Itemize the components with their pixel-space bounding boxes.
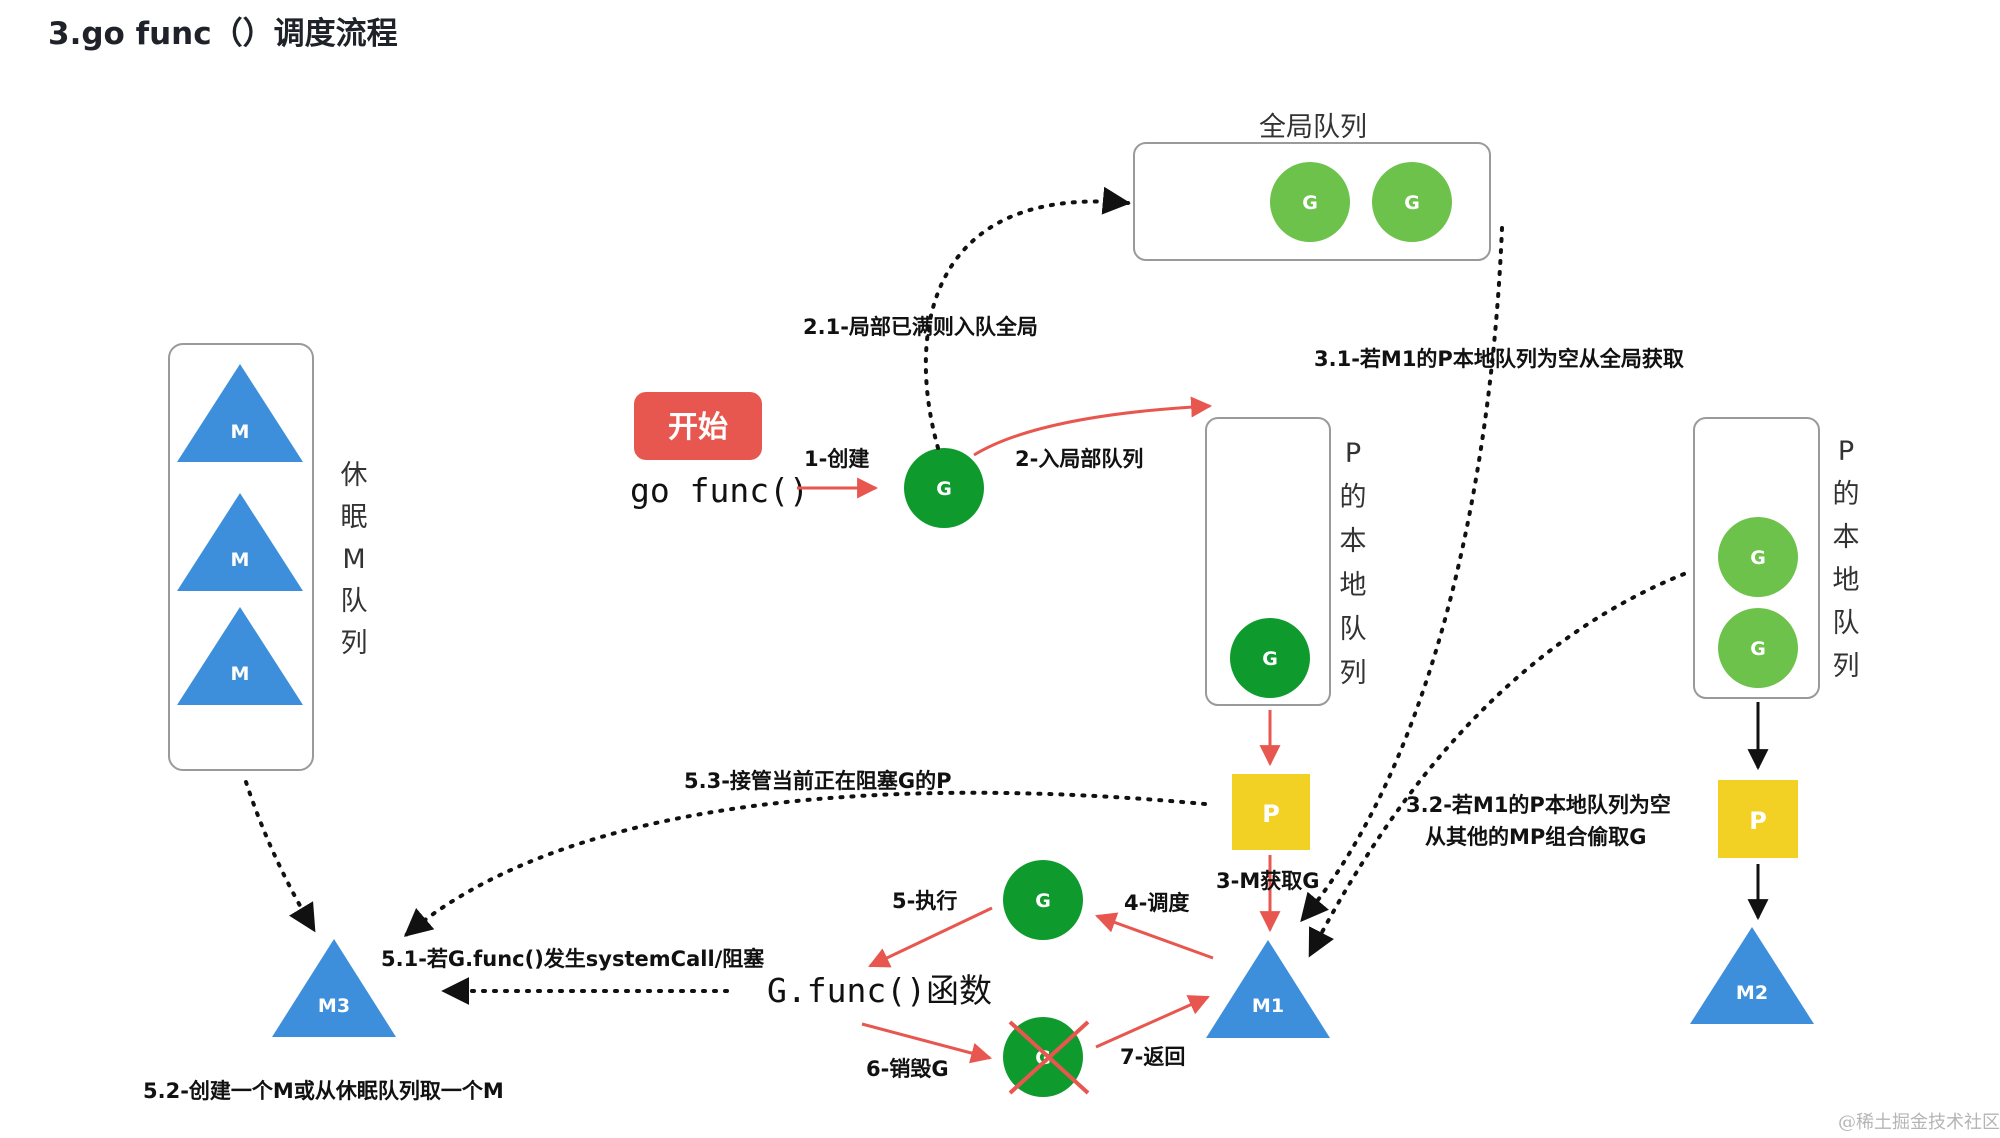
destroy-g-label: 6-销毁G <box>866 1057 949 1081</box>
m3-label: M3 <box>318 995 350 1017</box>
take-over-p-label: 5.3-接管当前正在阻塞G的P <box>684 769 952 793</box>
m1-label: M1 <box>1252 995 1284 1017</box>
global-queue-g-2: G <box>1372 162 1452 242</box>
enqueue-local-arrow <box>973 396 1213 457</box>
create-label: 1-创建 <box>804 447 869 471</box>
enqueue-global-label: 2.1-局部已满则入队全局 <box>803 315 1038 339</box>
created-g: G <box>904 448 984 528</box>
execute-arrow <box>868 906 993 968</box>
m2-label: M2 <box>1736 982 1768 1004</box>
local-queue-char: 列 <box>1340 658 1367 689</box>
start-node: 开始 <box>634 392 762 460</box>
g-label: G <box>936 478 952 500</box>
global-queue-g-1: G <box>1270 162 1350 242</box>
m-get-g-label: 3-M获取G <box>1216 869 1319 893</box>
sleep-queue-char: M <box>342 544 365 575</box>
g-func-label: G.func()函数 <box>767 971 992 1010</box>
destroyed-g: G <box>1003 1017 1090 1097</box>
local-queue-char: 列 <box>1833 651 1860 682</box>
m-label: M <box>231 663 250 685</box>
m2-thread: M2 <box>1690 927 1814 1024</box>
m-label: M <box>231 549 250 571</box>
g-label: G <box>1404 192 1420 214</box>
sleep-queue-char: 眠 <box>341 502 368 533</box>
sleep-m-1: M <box>177 364 303 462</box>
local-queue-char: 地 <box>1833 565 1860 596</box>
start-label: 开始 <box>668 410 728 445</box>
p-local-queue-title: P 的 本 地 队 列 <box>1340 438 1367 689</box>
m3-thread: M3 <box>272 939 396 1037</box>
m1-thread: M1 <box>1206 940 1330 1038</box>
destroy-g-arrow <box>861 1022 993 1064</box>
g-label: G <box>1302 192 1318 214</box>
g-label: G <box>1035 1047 1051 1069</box>
schedule-arrow <box>1095 912 1214 960</box>
go-func-label: go func() <box>630 471 809 510</box>
local-queue-char: 本 <box>1340 526 1367 557</box>
get-from-global-arrow <box>1300 226 1504 923</box>
steal-g-arrow <box>1308 572 1686 958</box>
p-label: P <box>1262 800 1280 828</box>
page-title: 3.go func（）调度流程 <box>48 16 398 52</box>
p-processor: P <box>1232 774 1310 850</box>
local-queue-char: P <box>1838 436 1854 467</box>
local-queue-char: 队 <box>1833 608 1860 639</box>
local-queue-char: 队 <box>1340 614 1367 645</box>
m2-local-queue-g-1: G <box>1718 517 1798 597</box>
local-queue-char: 的 <box>1833 479 1860 510</box>
m2-local-queue-g-2: G <box>1718 608 1798 688</box>
watermark: @稀土掘金技术社区 <box>1838 1112 2000 1133</box>
schedule-label: 4-调度 <box>1124 891 1189 915</box>
local-queue-char: 地 <box>1340 570 1367 601</box>
sleep-to-m3-arrow <box>244 780 316 933</box>
sleep-queue-char: 队 <box>341 586 368 617</box>
steal-label-line2: 从其他的MP组合偷取G <box>1425 825 1647 849</box>
enqueue-local-label: 2-入局部队列 <box>1015 447 1143 471</box>
m2-p-local-queue-title: P 的 本 地 队 列 <box>1833 436 1860 682</box>
local-queue-char: P <box>1345 438 1361 469</box>
enqueue-global-arrow <box>923 186 1131 450</box>
global-queue-title: 全局队列 <box>1259 112 1367 143</box>
sleep-queue-char: 休 <box>341 460 368 491</box>
g-label: G <box>1262 648 1278 670</box>
syscall-label: 5.1-若G.func()发生systemCall/阻塞 <box>381 947 765 971</box>
sleep-m-queue-title: 休 眠 M 队 列 <box>341 460 368 659</box>
sleep-m-2: M <box>177 493 303 591</box>
execute-label: 5-执行 <box>892 889 957 913</box>
executing-g: G <box>1003 860 1083 940</box>
sleep-queue-char: 列 <box>341 628 368 659</box>
m-label: M <box>231 421 250 443</box>
g-label: G <box>1750 638 1766 660</box>
local-queue-char: 的 <box>1340 482 1367 513</box>
m2-p-processor: P <box>1718 780 1798 858</box>
create-m-label: 5.2-创建一个M或从休眠队列取一个M <box>143 1079 504 1103</box>
g-label: G <box>1035 890 1051 912</box>
take-over-p-arrow <box>403 790 1207 937</box>
return-label: 7-返回 <box>1120 1045 1185 1069</box>
p-label: P <box>1749 807 1767 835</box>
sleep-m-3: M <box>177 607 303 705</box>
steal-label-line1: 3.2-若M1的P本地队列为空 <box>1406 793 1671 817</box>
g-label: G <box>1750 547 1766 569</box>
get-from-global-label: 3.1-若M1的P本地队列为空从全局获取 <box>1314 347 1684 371</box>
local-queue-g: G <box>1230 618 1310 698</box>
return-arrow <box>1095 995 1210 1049</box>
local-queue-char: 本 <box>1833 522 1860 553</box>
